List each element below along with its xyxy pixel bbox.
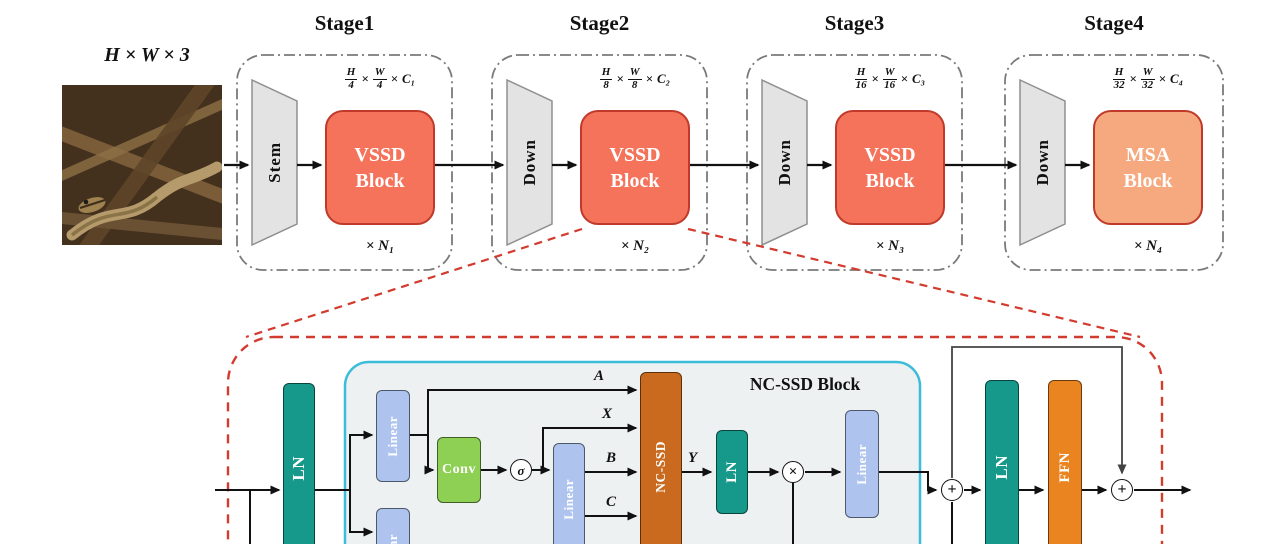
linear-block-3: Linear	[553, 443, 585, 544]
ln-block-1: LN	[283, 383, 315, 544]
ffn-block: FFN	[1048, 380, 1082, 544]
residual-skip-connection	[951, 346, 1127, 478]
stage4-title: Stage4	[1084, 11, 1144, 35]
label-B: B	[606, 450, 617, 466]
add-node-1: +	[941, 479, 963, 501]
stage2-repeat-count: × N₂	[620, 238, 650, 254]
linear-block-4: Linear	[845, 410, 879, 518]
ln-block-3: LN	[985, 380, 1019, 544]
stage2-title: Stage2	[569, 11, 630, 35]
stage2-box	[491, 54, 708, 271]
stage4-downsample-shape	[1019, 78, 1066, 247]
stage1-downsampler-label: Stem	[264, 142, 284, 183]
multiply-node: ×	[782, 461, 804, 483]
stage4-downsampler: Down	[1020, 80, 1065, 245]
stage3-downsampler-label: Down	[774, 139, 794, 186]
vssd-detail-outline	[226, 335, 1164, 544]
label-Y: Y	[688, 450, 698, 466]
stage1-title: Stage1	[314, 11, 375, 35]
label-A: A	[594, 368, 605, 384]
label-C: C	[606, 494, 617, 510]
stage2-downsampler-label: Down	[519, 139, 539, 186]
stage4-box	[1004, 54, 1224, 271]
stage2-downsample-shape	[506, 78, 553, 247]
stage3-box	[746, 54, 963, 271]
stage4-downsampler-label: Down	[1032, 139, 1052, 186]
conv-block: Conv	[437, 437, 481, 503]
stage3-downsampler: Down	[762, 80, 807, 245]
stage1-downsampler: Stem	[252, 80, 297, 245]
sigma-activation-node: σ	[510, 459, 532, 481]
stage1-repeat-count: × N₁	[365, 238, 395, 254]
linear-block-2: Linear	[376, 508, 410, 544]
stage3-downsample-shape	[761, 78, 808, 247]
stage3-title: Stage3	[824, 11, 885, 35]
snake-photo-placeholder	[49, 70, 235, 260]
zoom-guide-left	[245, 227, 583, 339]
stage1-downsample-shape	[251, 78, 298, 247]
detail-connectors	[215, 385, 1192, 544]
stage2-downsampler: Down	[507, 80, 552, 245]
ncssd-core-block: NC-SSD	[640, 372, 682, 544]
zoom-guide-right	[687, 227, 1141, 339]
add-node-2: +	[1111, 479, 1133, 501]
linear-block-1: Linear	[376, 390, 410, 482]
stage1-box	[236, 54, 453, 271]
input-image	[49, 70, 235, 260]
ln-block-2: LN	[716, 430, 748, 514]
ncssd-block-container	[343, 360, 922, 544]
stage4-repeat-count: × N₄	[1133, 238, 1163, 254]
label-X: X	[602, 406, 613, 422]
input-size-label: H × W × 3	[104, 44, 190, 66]
stage3-repeat-count: × N₃	[875, 238, 905, 254]
ncssd-block-title: NC-SSD Block	[749, 374, 861, 394]
